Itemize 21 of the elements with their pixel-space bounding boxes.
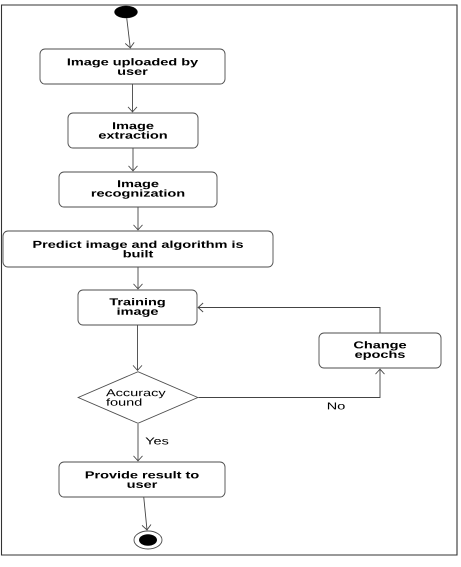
activity-box: Provide result to user: [58, 462, 226, 498]
arrow: [197, 302, 380, 333]
arrow: [198, 368, 385, 398]
activity-box: Image recognization: [58, 172, 218, 208]
activity-box: Image uploaded by user: [40, 48, 226, 84]
arrow: [124, 18, 135, 49]
arrow: [132, 325, 142, 372]
activity-box: Image extraction: [68, 112, 198, 148]
arrow: [133, 424, 143, 462]
activity-box: Change epochs: [318, 332, 442, 368]
arrow: [128, 84, 138, 113]
end-circle: [134, 530, 162, 550]
edge-label: Yes: [144, 436, 170, 446]
arrow: [142, 497, 152, 531]
start-circle: [114, 6, 138, 18]
activity-box: Training image: [78, 290, 198, 326]
arrow: [133, 207, 143, 231]
edge-label: No: [326, 402, 346, 410]
arrow: [133, 267, 143, 290]
activity-box: Predict image and algorithm is built: [2, 230, 274, 268]
arrow: [128, 148, 138, 172]
